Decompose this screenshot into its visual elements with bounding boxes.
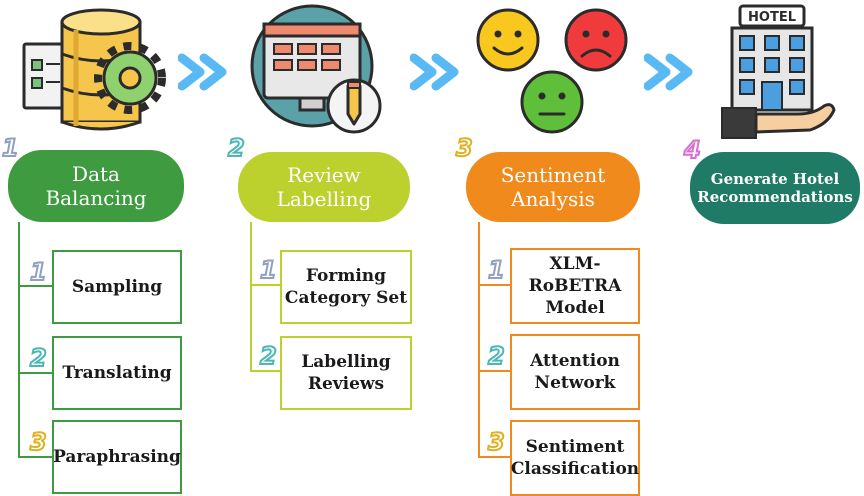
substep-box: Sentiment Classification xyxy=(510,420,640,496)
substep-number: 2 xyxy=(487,341,506,371)
substep-number: 3 xyxy=(487,427,506,457)
substep-box: Attention Network xyxy=(510,334,640,410)
step-4-title: Generate Hotel Recommendations xyxy=(690,152,860,224)
substep-box: Translating xyxy=(52,336,182,410)
substep-number: 3 xyxy=(29,427,48,457)
substep-box: Labelling Reviews xyxy=(280,336,412,410)
double-arrow-icon xyxy=(644,53,693,91)
step-4-number: 4 xyxy=(683,135,702,165)
substep-box: Paraphrasing xyxy=(52,420,182,494)
substep-number: 1 xyxy=(259,255,278,285)
substep-box: Forming Category Set xyxy=(280,250,412,324)
substep-number: 2 xyxy=(29,343,48,373)
hotel-sign-text: HOTEL xyxy=(748,10,796,25)
step-2-title: Review Labelling xyxy=(238,152,410,222)
step-3-number: 3 xyxy=(455,133,474,163)
substep-box: XLM-RoBETRA Model xyxy=(510,248,640,324)
substep-box: Sampling xyxy=(52,250,182,324)
hotel-icon: HOTEL xyxy=(721,4,836,139)
step-3-title: Sentiment Analysis xyxy=(466,152,640,222)
monitor-pencil-icon xyxy=(250,4,382,134)
substep-number: 1 xyxy=(29,257,48,287)
double-arrow-icon xyxy=(410,53,459,91)
database-gear-icon xyxy=(22,8,166,131)
step-1-number: 1 xyxy=(1,133,20,163)
double-arrow-icon xyxy=(178,53,227,91)
substep-number: 2 xyxy=(259,341,278,371)
step-2-number: 2 xyxy=(227,133,246,163)
substep-number: 1 xyxy=(487,255,506,285)
emoji-faces-icon xyxy=(476,8,628,134)
step-1-title: Data Balancing xyxy=(8,150,184,222)
